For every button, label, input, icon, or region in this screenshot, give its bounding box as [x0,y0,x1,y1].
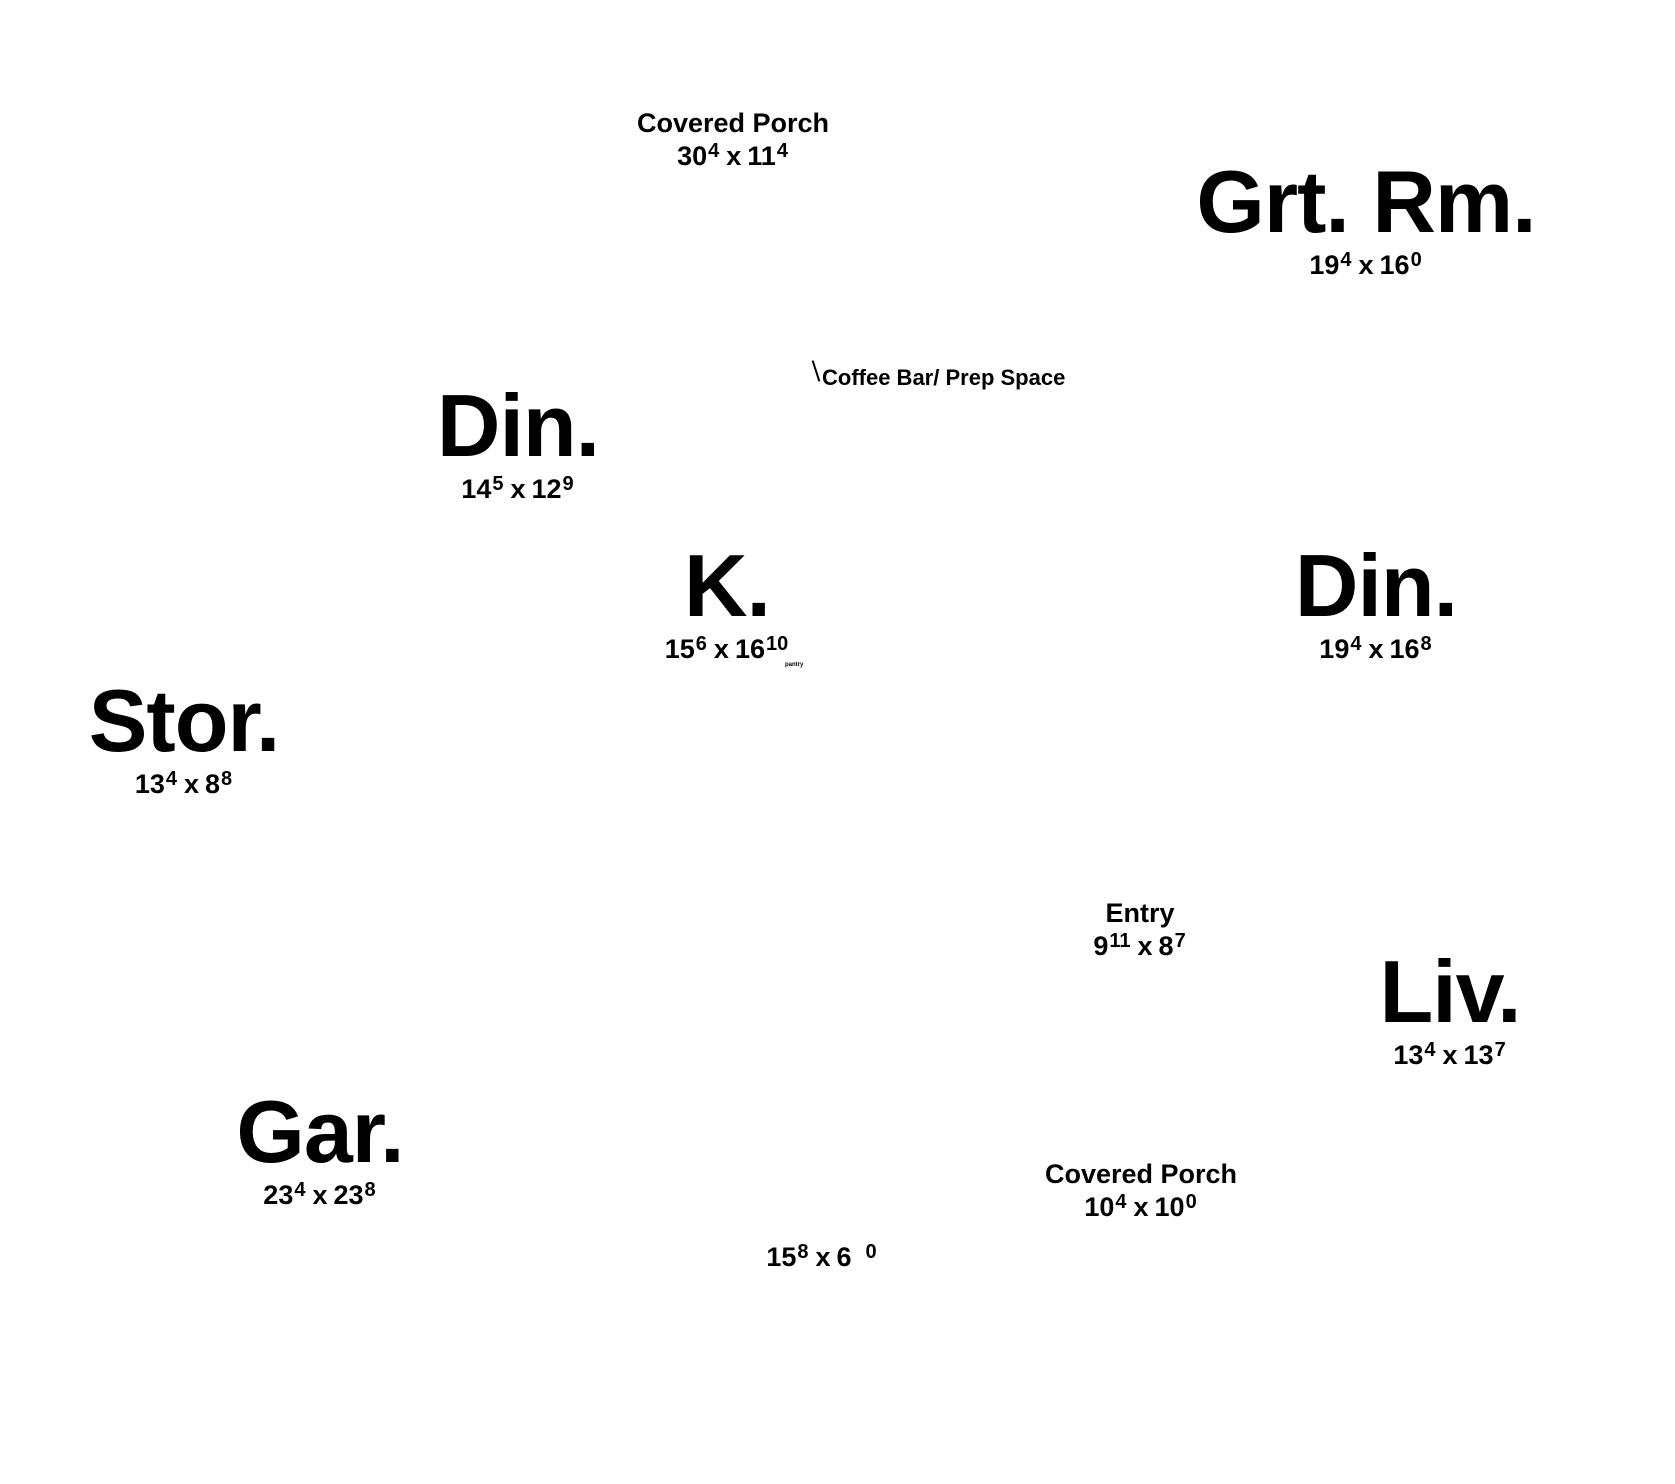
room-name: Din. [1294,536,1458,635]
room-name: Entry [1105,898,1175,928]
room-name: K. [684,536,771,635]
room-name: Din. [436,376,600,475]
room-name: Covered Porch [1044,1159,1238,1189]
leader-line [811,360,821,382]
room-name: Stor. [88,671,281,770]
room-name: Covered Porch [636,108,830,138]
room-name: Gar. [236,1082,404,1181]
kitchen-tiny-label: pantry [785,662,804,668]
room-name: Grt. Rm. [1196,152,1536,251]
room-name: Liv. [1379,942,1521,1041]
coffee-bar-label: Coffee Bar/ Prep Space [822,365,1066,390]
